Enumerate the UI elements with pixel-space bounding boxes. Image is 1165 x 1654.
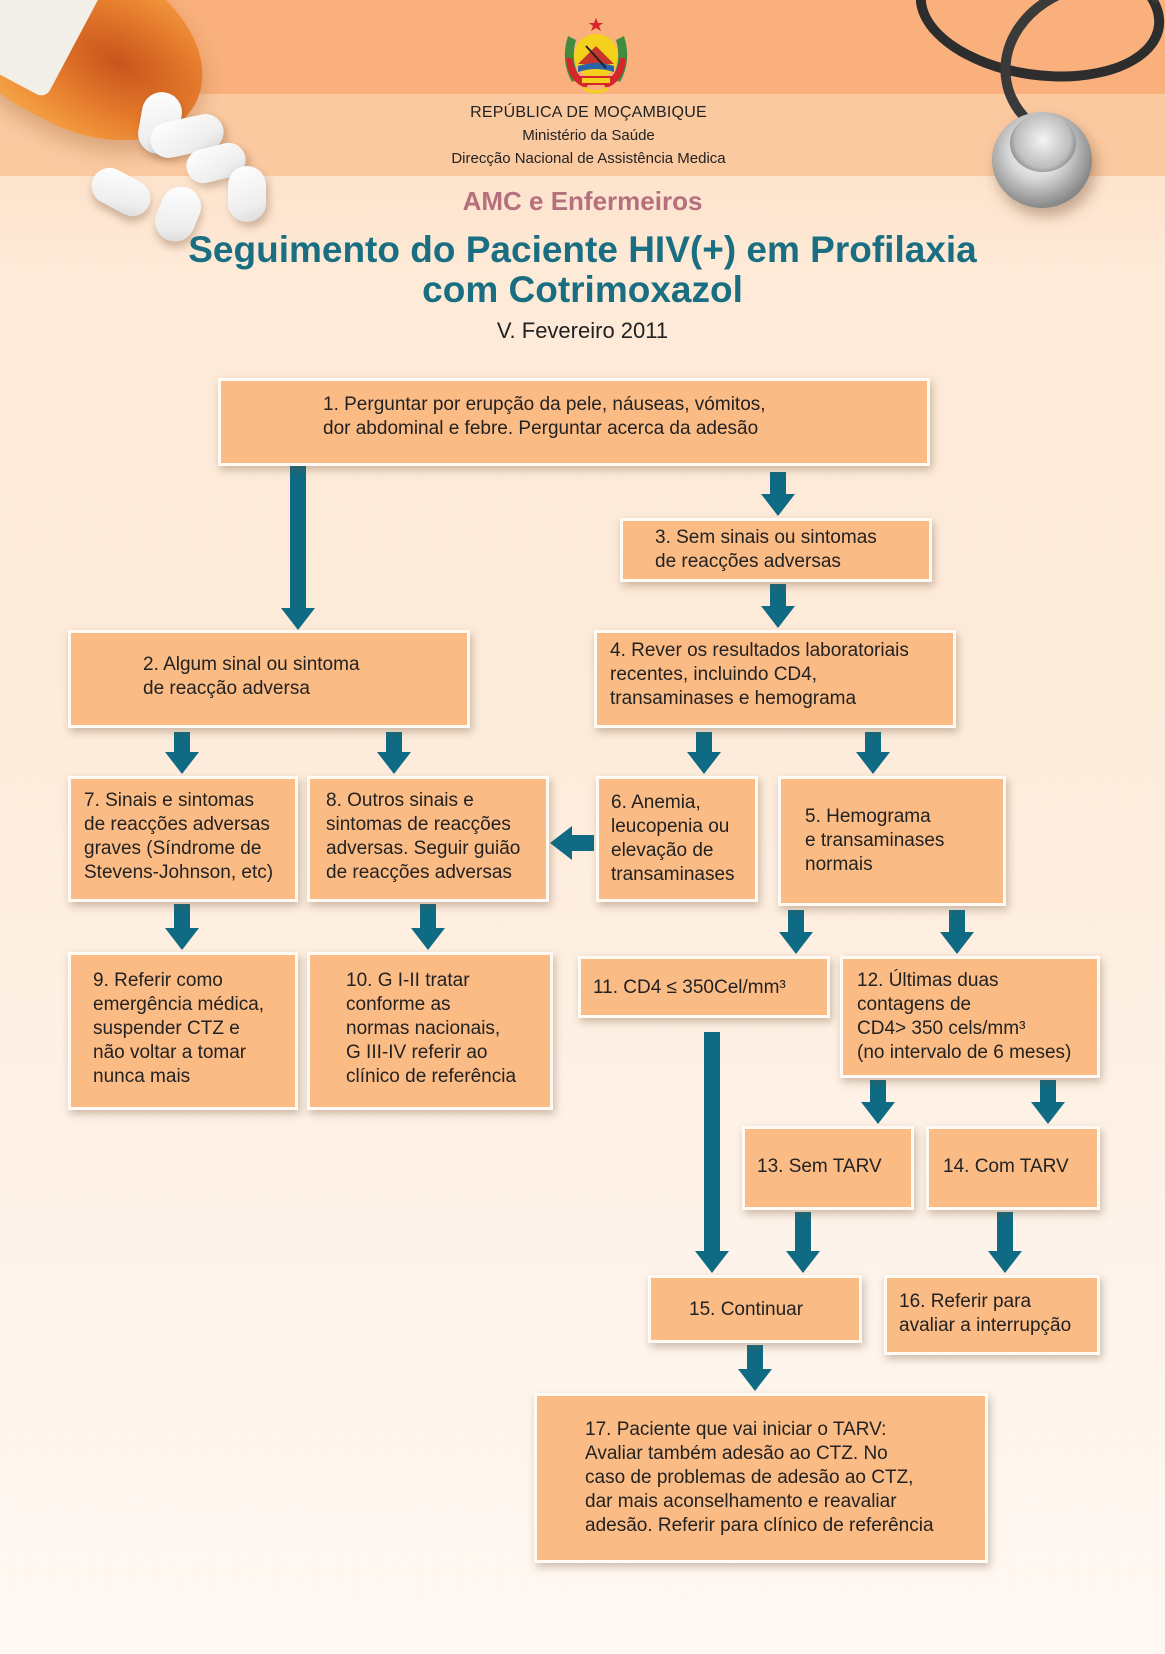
arrow-shaft (290, 466, 306, 608)
arrow-12-to-13 (861, 1080, 895, 1124)
flow-node-text: 4. Rever os resultados laboratoriais rec… (610, 640, 909, 709)
arrow-shaft (770, 584, 786, 606)
arrow-head (786, 1251, 820, 1273)
arrow-shaft (572, 835, 594, 851)
mozambique-coat-of-arms-icon (564, 18, 628, 94)
arrow-11-to-15 (695, 1032, 729, 1273)
arrow-head (550, 826, 572, 860)
arrow-shaft (795, 1212, 811, 1251)
title-line-2: com Cotrimoxazol (422, 269, 743, 310)
stethoscope-diaphragm (1010, 114, 1076, 172)
arrow-shaft (1040, 1080, 1056, 1102)
flow-node-text: 15. Continuar (689, 1299, 804, 1320)
arrow-shaft (997, 1212, 1013, 1251)
arrow-shaft (865, 732, 881, 752)
arrow-head (861, 1102, 895, 1124)
flow-node-text: 10. G I-II tratar conforme as normas nac… (346, 970, 517, 1087)
arrow-head (165, 752, 199, 774)
arrow-1-to-2 (281, 466, 315, 630)
flow-node-1: 1. Perguntar por erupção da pele, náusea… (218, 378, 930, 466)
arrow-2-to-7 (165, 732, 199, 774)
flow-node-5: 5. Hemograma e transaminases normais (778, 776, 1006, 906)
country-name: REPÚBLICA DE MOÇAMBIQUE (470, 104, 707, 121)
flow-node-text: 2. Algum sinal ou sintoma de reacção adv… (143, 654, 360, 699)
arrow-15-to-17 (738, 1345, 772, 1391)
flow-node-text: 11. CD4 ≤ 350Cel/mm³ (593, 977, 786, 998)
flow-node-text: 17. Paciente que vai iniciar o TARV: Ava… (585, 1419, 934, 1536)
arrow-shaft (420, 904, 436, 928)
arrow-2-to-8 (377, 732, 411, 774)
title-line-1: Seguimento do Paciente HIV(+) em Profila… (188, 229, 977, 270)
flow-node-2: 2. Algum sinal ou sintoma de reacção adv… (68, 630, 470, 728)
arrow-head (1031, 1102, 1065, 1124)
arrow-shaft (949, 910, 965, 932)
arrow-head (411, 928, 445, 950)
arrow-head (165, 928, 199, 950)
flow-node-11: 11. CD4 ≤ 350Cel/mm³ (578, 956, 830, 1018)
arrow-shaft (788, 910, 804, 932)
flow-node-text: 8. Outros sinais e sintomas de reacções … (326, 790, 521, 883)
flow-node-17: 17. Paciente que vai iniciar o TARV: Ava… (534, 1393, 988, 1563)
flow-node-8: 8. Outros sinais e sintomas de reacções … (307, 776, 549, 902)
arrow-head (761, 606, 795, 628)
arrow-shaft (386, 732, 402, 752)
flow-node-text: 6. Anemia, leucopenia ou elevação de tra… (611, 792, 735, 885)
page-title: Seguimento do Paciente HIV(+) em Profila… (0, 230, 1165, 310)
ministry-name: Ministério da Saúde (522, 127, 655, 144)
flow-node-text: 7. Sinais e sintomas de reacções adversa… (84, 790, 274, 883)
arrow-head (738, 1369, 772, 1391)
flow-node-9: 9. Referir como emergência médica, suspe… (68, 952, 298, 1110)
arrow-shaft (747, 1345, 763, 1369)
flow-node-4: 4. Rever os resultados laboratoriais rec… (594, 630, 956, 728)
arrow-7-to-9 (165, 904, 199, 950)
arrow-head (856, 752, 890, 774)
arrow-5-to-12 (940, 910, 974, 954)
directorate-name: Direcção Nacional de Assistência Medica (451, 150, 726, 167)
audience-subtitle: AMC e Enfermeiros (462, 186, 703, 216)
arrow-head (695, 1251, 729, 1273)
arrow-shaft (696, 732, 712, 752)
arrow-head (281, 608, 315, 630)
flow-node-text: 9. Referir como emergência médica, suspe… (93, 970, 265, 1087)
flow-node-13: 13. Sem TARV (742, 1126, 914, 1210)
arrow-5-to-11 (779, 910, 813, 954)
flow-node-14: 14. Com TARV (926, 1126, 1100, 1210)
arrow-12-to-14 (1031, 1080, 1065, 1124)
arrow-shaft (704, 1032, 720, 1251)
arrow-head (940, 932, 974, 954)
arrow-head (988, 1251, 1022, 1273)
arrow-shaft (174, 732, 190, 752)
arrow-6-to-8 (550, 826, 594, 860)
arrow-shaft (770, 472, 786, 494)
arrow-3-to-4 (761, 584, 795, 628)
flow-node-text: 3. Sem sinais ou sintomas de reacções ad… (655, 527, 877, 572)
flow-node-text: 14. Com TARV (943, 1156, 1069, 1177)
arrow-shaft (174, 904, 190, 928)
flow-node-text: 13. Sem TARV (757, 1156, 882, 1177)
flow-node-text: 16. Referir para avaliar a interrupção (899, 1291, 1072, 1336)
version-label: V. Fevereiro 2011 (496, 318, 669, 343)
arrow-13-to-15 (786, 1212, 820, 1273)
arrow-8-to-10 (411, 904, 445, 950)
flow-node-text: 5. Hemograma e transaminases normais (805, 806, 945, 875)
flow-node-text: 12. Últimas duas contagens de CD4> 350 c… (857, 970, 1072, 1063)
flow-node-text: 1. Perguntar por erupção da pele, náusea… (323, 394, 766, 439)
arrow-head (779, 932, 813, 954)
arrow-14-to-16 (988, 1212, 1022, 1273)
flow-node-3: 3. Sem sinais ou sintomas de reacções ad… (620, 518, 932, 582)
flow-node-15: 15. Continuar (648, 1275, 862, 1343)
flow-node-6: 6. Anemia, leucopenia ou elevação de tra… (596, 776, 758, 902)
arrow-4-to-6 (687, 732, 721, 774)
flow-node-10: 10. G I-II tratar conforme as normas nac… (307, 952, 553, 1110)
arrow-head (377, 752, 411, 774)
arrow-head (761, 494, 795, 516)
flow-node-12: 12. Últimas duas contagens de CD4> 350 c… (840, 956, 1100, 1078)
pill (228, 166, 266, 222)
arrow-4-to-5 (856, 732, 890, 774)
arrow-head (687, 752, 721, 774)
arrow-1-to-3 (761, 472, 795, 516)
arrow-shaft (870, 1080, 886, 1102)
flow-node-7: 7. Sinais e sintomas de reacções adversa… (68, 776, 298, 902)
flow-node-16: 16. Referir para avaliar a interrupção (884, 1275, 1100, 1355)
